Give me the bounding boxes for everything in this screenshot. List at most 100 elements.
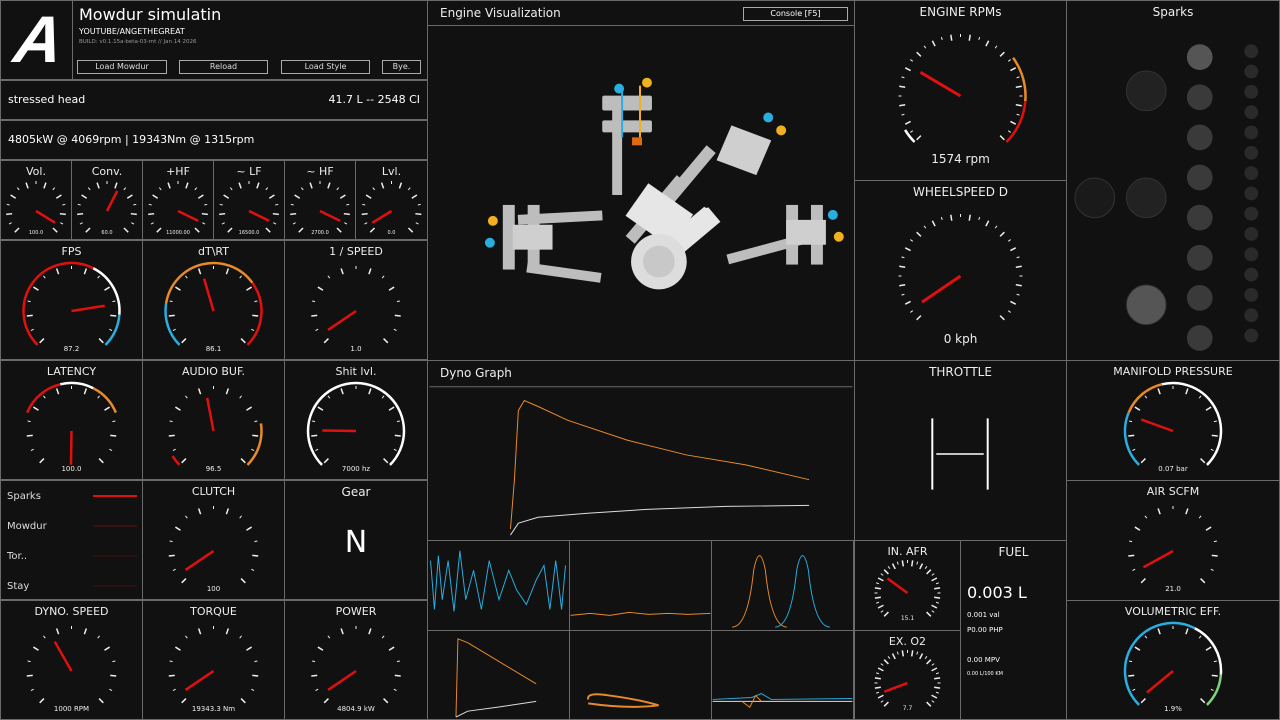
gauge-tick bbox=[362, 203, 366, 206]
gauge-tick bbox=[131, 222, 135, 225]
gear-value: N bbox=[344, 525, 368, 560]
gauge-dial: 0 kph bbox=[898, 214, 1023, 346]
gauge-tick bbox=[240, 698, 246, 704]
gauge-arc bbox=[1012, 57, 1027, 102]
gauge-needle bbox=[319, 209, 341, 223]
legend-panel: Sparks Mowdur Tor.. Stay bbox=[0, 480, 143, 600]
gauge-tick bbox=[1016, 76, 1020, 79]
gauge-needle bbox=[71, 304, 106, 313]
gauge-tick bbox=[251, 448, 255, 451]
gauge-tick bbox=[1198, 635, 1202, 639]
gauge-tick bbox=[396, 300, 400, 303]
vol-gauge-panel: Vol.100.0 bbox=[0, 160, 72, 240]
gauge-tick bbox=[172, 328, 176, 331]
gauge-title: TORQUE bbox=[190, 605, 237, 618]
shit-gauge-panel: Shit lvl.7000 hz bbox=[284, 360, 428, 480]
gauge-tick bbox=[1144, 395, 1148, 399]
gauge-tick bbox=[931, 694, 938, 699]
gauge-tick bbox=[114, 182, 118, 189]
gauge-tick bbox=[1140, 458, 1146, 464]
gauge-tick bbox=[978, 216, 981, 221]
gauge-readout: 11000.00 bbox=[166, 230, 190, 236]
gauge-tick bbox=[148, 212, 155, 216]
gauge-tick bbox=[880, 663, 884, 666]
gauge-tick bbox=[219, 212, 226, 216]
legend-sparks-line bbox=[93, 495, 137, 497]
gauge-needle bbox=[35, 209, 56, 224]
gauge-tick bbox=[926, 569, 932, 575]
gauge-tick bbox=[1157, 388, 1161, 395]
plot-3 bbox=[711, 540, 854, 631]
bye-button[interactable]: Bye. bbox=[382, 60, 421, 74]
gauge-tick bbox=[935, 672, 940, 675]
gauge-tick bbox=[1129, 420, 1133, 423]
gauge-tick bbox=[327, 182, 331, 189]
gauge-dial: 0.0 bbox=[361, 181, 422, 236]
plot-2 bbox=[569, 540, 712, 631]
gauge-tick bbox=[916, 561, 919, 565]
console-button[interactable]: Console [F5] bbox=[743, 7, 848, 21]
gauge-tick bbox=[383, 698, 389, 704]
gauge-tick bbox=[185, 635, 188, 639]
spark-indicator bbox=[1186, 325, 1213, 351]
gauge-tick bbox=[156, 227, 162, 233]
gauge-tick bbox=[1144, 635, 1148, 639]
gauge-tick bbox=[123, 187, 127, 191]
gauge-tick bbox=[96, 182, 100, 189]
gauge-tick bbox=[294, 194, 301, 199]
dyno-title: Dyno Graph bbox=[440, 366, 512, 380]
gauge-tick bbox=[950, 34, 953, 41]
gauge-tick bbox=[81, 194, 88, 199]
gauge-tick bbox=[931, 604, 938, 609]
gauge-tick bbox=[1007, 130, 1011, 133]
gauge-arc bbox=[1123, 412, 1140, 466]
gauge-tick bbox=[275, 203, 279, 206]
gauge-tick bbox=[394, 314, 401, 317]
spark-indicator bbox=[1244, 186, 1259, 201]
gauge-tick bbox=[381, 395, 385, 399]
gauge-dial: 100.0 bbox=[6, 181, 66, 236]
gauge-tick bbox=[79, 222, 83, 225]
gauge-tick bbox=[252, 434, 259, 437]
gauge-tick bbox=[910, 650, 914, 657]
gauge-tick bbox=[32, 286, 39, 291]
fuel-consumption: 0.00 L/100 KM bbox=[967, 671, 1003, 677]
gauge-title: Conv. bbox=[91, 165, 123, 178]
gauge-tick bbox=[252, 554, 259, 557]
gauge-tick bbox=[372, 187, 376, 191]
load-style-button[interactable]: Load Style bbox=[281, 60, 370, 74]
plot-1 bbox=[427, 540, 570, 631]
spark-indicator bbox=[1186, 285, 1213, 311]
audio-gauge-panel: AUDIO BUF.96.5 bbox=[142, 360, 285, 480]
gauge-needle bbox=[327, 669, 357, 692]
gauge-tick bbox=[926, 701, 932, 707]
gauge-tick bbox=[246, 406, 253, 411]
gauge-tick bbox=[968, 34, 971, 41]
gauge-arc bbox=[171, 455, 181, 466]
gauge-tick bbox=[1213, 660, 1217, 663]
throttle-title: THROTTLE bbox=[929, 365, 992, 379]
gauge-tick bbox=[227, 227, 233, 233]
gauge-arc bbox=[60, 381, 94, 390]
gauge-tick bbox=[174, 646, 181, 651]
gauge-dial: 87.2 bbox=[22, 261, 121, 353]
gauge-tick bbox=[251, 328, 255, 331]
load-mowdur-button[interactable]: Load Mowdur bbox=[77, 60, 167, 74]
gauge-tick bbox=[1129, 540, 1133, 543]
spark-indicator bbox=[1186, 44, 1213, 71]
gauge-tick bbox=[112, 420, 116, 423]
gauge-tick bbox=[916, 315, 922, 321]
gauge-title: dT\RT bbox=[198, 245, 229, 258]
gauge-dial: 7.7 bbox=[874, 650, 941, 712]
gauge-tick bbox=[910, 310, 914, 313]
gauge-tick bbox=[315, 688, 319, 691]
gauge-tick bbox=[1205, 406, 1212, 411]
gauge-tick bbox=[381, 275, 385, 279]
gauge-tick bbox=[874, 686, 881, 689]
spark-indicator bbox=[1125, 177, 1167, 219]
gauge-tick bbox=[98, 458, 104, 464]
reload-button[interactable]: Reload bbox=[179, 60, 268, 74]
gauge-tick bbox=[999, 135, 1005, 141]
